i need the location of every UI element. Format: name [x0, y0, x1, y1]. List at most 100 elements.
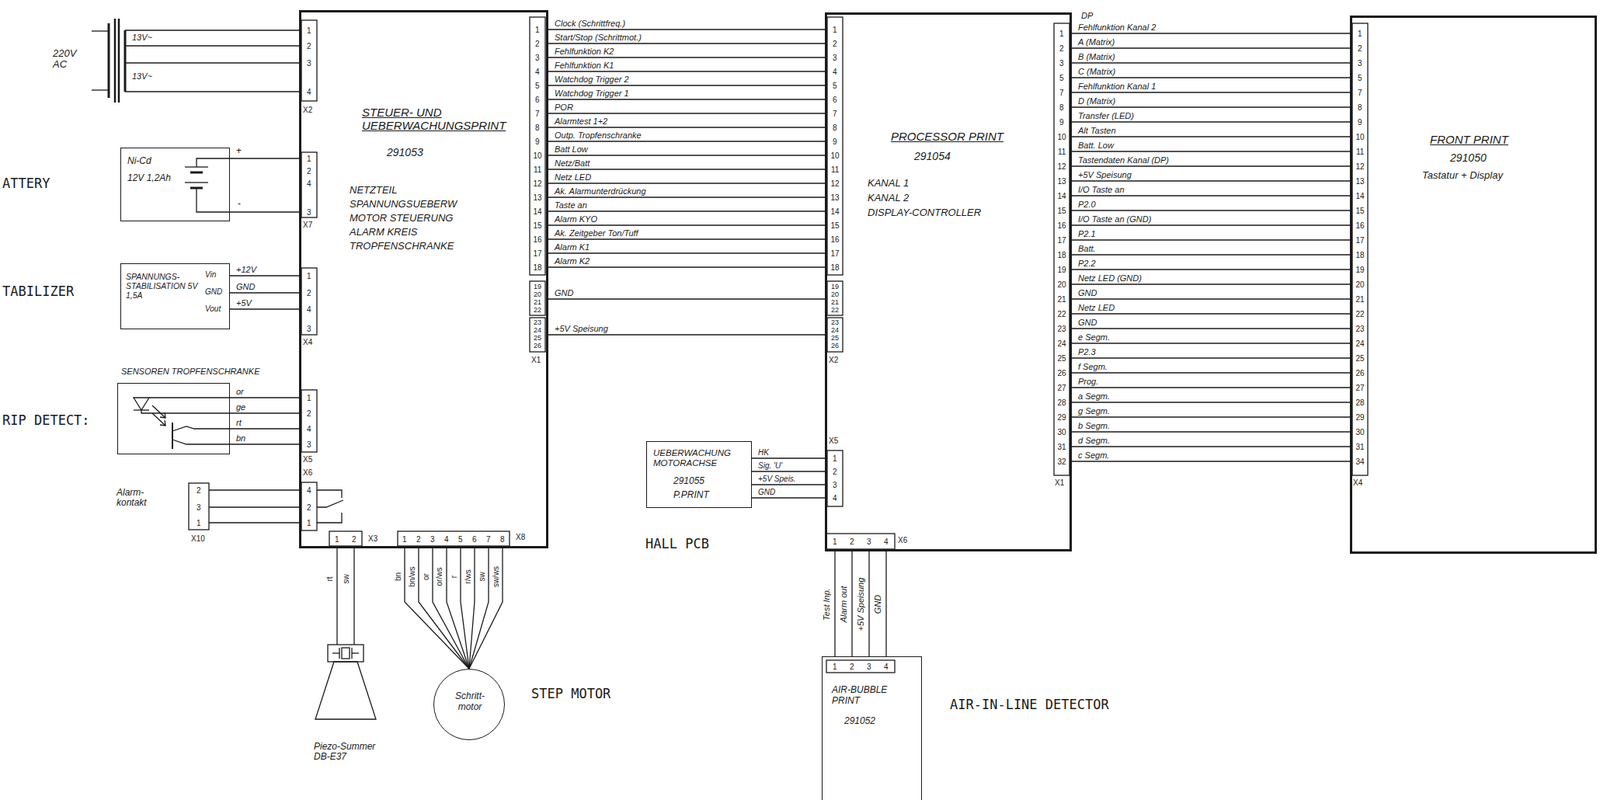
wire: [1071, 283, 1350, 285]
pin-number: 3: [1357, 59, 1363, 68]
pin-number: 1: [832, 662, 838, 672]
pin-number: 1: [196, 518, 202, 528]
pin-number: 1: [402, 535, 407, 544]
connector-name: X5: [302, 455, 313, 464]
pin-number: 19: [1057, 265, 1067, 275]
pin-number: 24: [1057, 339, 1067, 348]
pin-number: 18: [533, 263, 543, 272]
wire: [1071, 298, 1350, 300]
part-heading: TABILIZER: [2, 284, 74, 300]
signal-label: Alarm K2: [554, 256, 590, 266]
pin-number: 14: [1057, 191, 1067, 201]
part-heading: STEP MOTOR: [531, 686, 611, 703]
wire: [548, 252, 825, 254]
pin-number: 2: [306, 288, 312, 298]
pin-number: 13: [831, 193, 840, 202]
signal-label: e Segm.: [1078, 332, 1110, 342]
pin-number: 21: [831, 299, 839, 307]
pin-number: 9: [1059, 118, 1065, 127]
pin-number: 8: [1357, 103, 1363, 112]
hall-box: UEBERWACHUNG MOTORACHSE291055P.PRINTHALL…: [646, 441, 752, 508]
pin-number: 27: [1356, 383, 1365, 393]
pin-number: 22: [1356, 309, 1365, 319]
pin-number: 1: [1059, 29, 1065, 39]
pin-number: 17: [831, 249, 840, 258]
pin-number: 32: [1057, 457, 1067, 467]
pin-name: Vout: [205, 304, 221, 314]
box-title: PROCESSOR PRINT: [890, 129, 1004, 143]
pin-number: 21: [533, 299, 542, 307]
wire: [548, 298, 825, 300]
sensor-box: RIP DETECT:SENSOREN TROPFENSCHRANKE: [117, 382, 230, 455]
pin-number: 18: [1356, 250, 1365, 260]
function-item: TROPFENSCHRANKE: [349, 240, 454, 253]
sensor-box: AIR-BUBBLE PRINT291052AIR-IN-LINE DETECT…: [821, 656, 922, 800]
wire: [1071, 194, 1350, 196]
part-number: 291052: [844, 716, 876, 727]
pin-number: 8: [535, 123, 540, 133]
pin-number: 1: [1357, 29, 1363, 39]
pin-number: 4: [306, 424, 312, 434]
signal-label: Netz LED (GND): [1078, 273, 1142, 283]
pin-number: 8: [500, 535, 505, 544]
wire: [834, 551, 835, 657]
pin-number: 16: [533, 235, 543, 244]
pcb-box: STEUER- UND UEBERWACHUNGSPRINT291053NETZ…: [299, 10, 549, 549]
wire: [1071, 224, 1350, 226]
pin-number: 24: [831, 326, 839, 335]
signal-label: GND: [873, 594, 883, 613]
connector-name: X7: [302, 220, 313, 230]
part-heading: ATTERY: [2, 176, 50, 192]
pin-number: 3: [430, 535, 435, 544]
signal-label: +5V Speisung: [855, 577, 866, 631]
piezo-buzzer-symbol: [315, 548, 376, 720]
wire: [1071, 76, 1350, 78]
pin-number: 21: [1356, 295, 1365, 304]
box-title: Schritt- motor: [445, 691, 495, 714]
pin-number: 10: [1057, 132, 1067, 142]
signal-label: bn: [236, 433, 246, 443]
wire: [851, 551, 853, 657]
pin-number: 3: [535, 53, 540, 63]
pin-number: 1: [535, 25, 540, 35]
signal-label: B (Matrix): [1078, 52, 1116, 62]
wire: [548, 70, 825, 72]
signal-label: Alarm KYO: [554, 214, 598, 224]
pin-number: 2: [1357, 44, 1363, 53]
pin-number: 1: [306, 154, 312, 164]
battery-box: ATTERYNi-Cd12V 1,2Ah: [120, 147, 230, 222]
voltage-label: 13V~: [132, 71, 153, 81]
pin-number: 5: [832, 81, 838, 91]
part-number: 291054: [914, 149, 951, 163]
wire: [1071, 135, 1350, 137]
pin-number: 16: [831, 235, 840, 244]
signal-label: I/O Taste an: [1078, 184, 1125, 195]
wire: [868, 551, 870, 657]
connector-name: X2: [828, 355, 839, 365]
wire: [1071, 150, 1350, 152]
pin-number: 29: [1356, 413, 1365, 422]
pin-number: 28: [1057, 398, 1067, 407]
pin-number: 24: [1356, 339, 1365, 348]
wire-color: sw: [477, 571, 487, 581]
pin-number: 2: [416, 535, 421, 544]
signal-label: Test Inp.: [821, 587, 832, 621]
wire: [229, 443, 300, 445]
pin-number: 8: [832, 123, 838, 133]
transformer-symbol: [91, 18, 302, 103]
pin-number: 2: [849, 662, 855, 672]
wire: [1071, 357, 1350, 359]
pin-number: 23: [1356, 324, 1365, 334]
pin-number: 15: [1356, 206, 1365, 216]
pin-number: 10: [831, 151, 840, 160]
signal-label: +5V: [236, 298, 252, 308]
pin-number: 3: [306, 208, 312, 217]
pin-number: 9: [535, 137, 540, 147]
wire: [751, 457, 825, 459]
wire: [1071, 47, 1350, 49]
light-barrier-symbol: [133, 397, 230, 449]
wire: [548, 266, 825, 268]
wire: [229, 157, 300, 159]
signal-label: GND: [1078, 317, 1097, 327]
signal-label: Clock (Schrittfreq.): [554, 18, 626, 28]
